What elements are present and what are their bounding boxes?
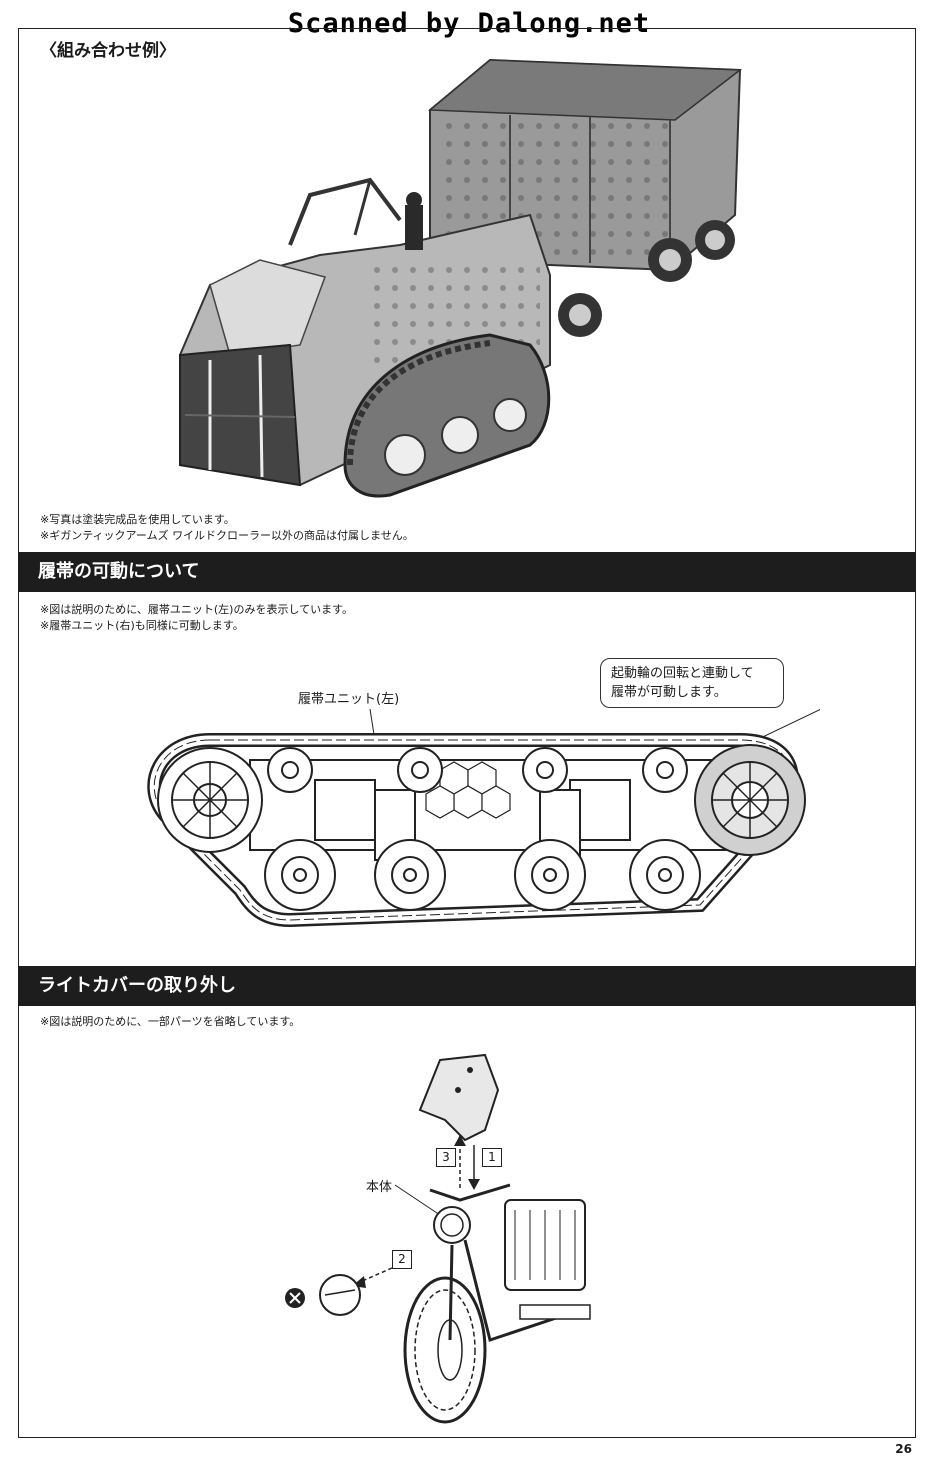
- section-title-combination: 〈組み合わせ例〉: [40, 41, 176, 61]
- section-title-light-cover: ライトカバーの取り外し: [18, 966, 916, 1006]
- note-not-included: ※ギガンティックアームズ ワイルドクローラー以外の商品は付属しません。: [40, 529, 414, 542]
- photo-notes: ※写真は塗装完成品を使用しています。 ※ギガンティックアームズ ワイルドクローラ…: [40, 512, 414, 544]
- note-painted: ※写真は塗装完成品を使用しています。: [40, 513, 235, 526]
- step-2-marker: 2: [392, 1250, 412, 1269]
- note-right-same: ※履帯ユニット(右)も同様に可動します。: [40, 619, 244, 632]
- motorcycle-diagram: [285, 1053, 591, 1424]
- light-cover-note: ※図は説明のために、一部パーツを省略しています。: [40, 1015, 301, 1028]
- page-number: 26: [895, 1442, 912, 1456]
- note-left-only: ※図は説明のために、履帯ユニット(左)のみを表示しています。: [40, 603, 354, 616]
- body-label: 本体: [366, 1180, 393, 1195]
- section-title-track: 履帯の可動について: [18, 552, 916, 592]
- track-notes: ※図は説明のために、履帯ユニット(左)のみを表示しています。 ※履帯ユニット(右…: [40, 602, 353, 634]
- page-frame: [18, 28, 916, 1438]
- vehicle-photo: [179, 58, 743, 498]
- scan-watermark: Scanned by Dalong.net: [287, 8, 651, 39]
- track-unit-label: 履帯ユニット(左): [298, 692, 400, 707]
- step-3-marker: 3: [436, 1148, 456, 1167]
- drive-wheel-callout: 起動輪の回転と連動して 履帯が可動します。: [600, 658, 784, 708]
- callout-line-2: 履帯が可動します。: [611, 685, 727, 700]
- track-unit-diagram: [147, 708, 820, 928]
- step-1-marker: 1: [482, 1148, 502, 1167]
- callout-line-1: 起動輪の回転と連動して: [611, 666, 754, 681]
